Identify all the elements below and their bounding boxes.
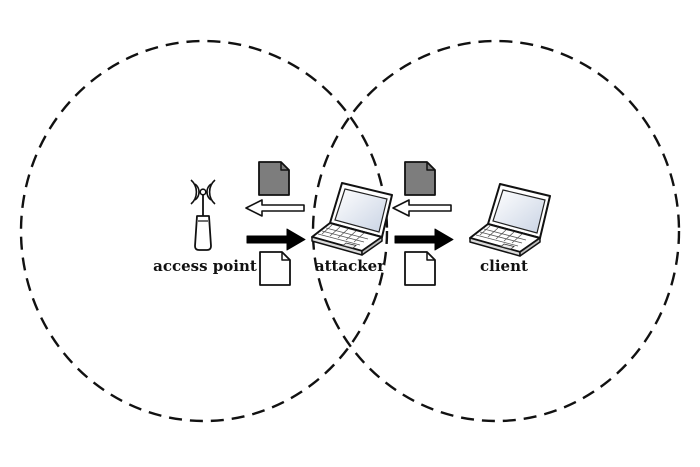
client-label: client xyxy=(480,257,528,275)
forwarded-document-icon-left xyxy=(259,251,291,286)
client-laptop-icon xyxy=(469,183,551,257)
access-point-icon xyxy=(190,179,216,251)
forward-arrow-right xyxy=(394,228,454,251)
forward-arrow-left xyxy=(246,228,306,251)
access-point-label: access point xyxy=(153,257,257,275)
received-document-icon-left xyxy=(258,161,290,196)
forwarded-document-icon-right xyxy=(404,251,436,286)
received-document-icon-right xyxy=(404,161,436,196)
return-arrow-left xyxy=(245,199,305,217)
attacker-laptop-icon xyxy=(311,182,393,256)
return-arrow-right xyxy=(392,199,452,217)
attacker-label: attacker xyxy=(315,257,386,275)
client-range-circle xyxy=(311,39,681,423)
access-point-range-circle xyxy=(19,39,389,423)
